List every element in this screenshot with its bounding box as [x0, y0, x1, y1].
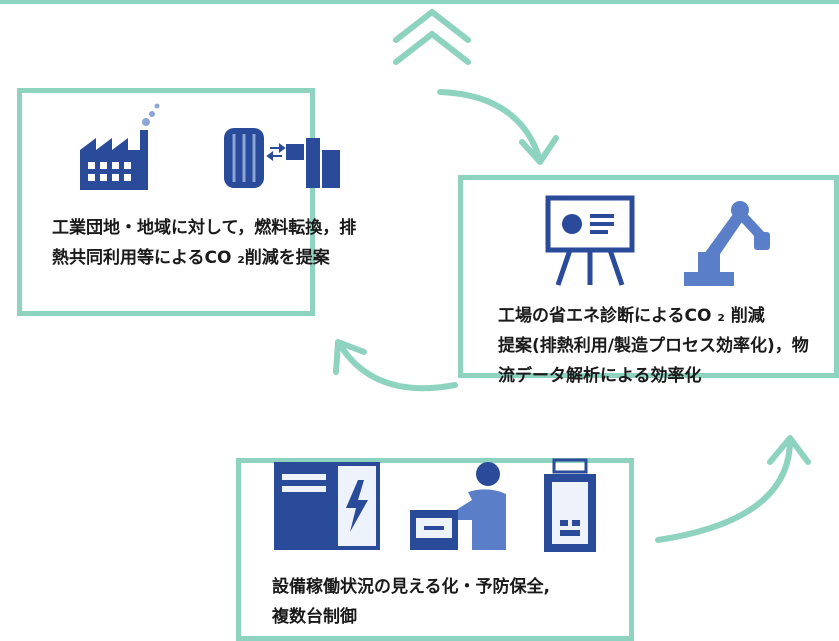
arrow-card1-to-card2 [437, 89, 543, 163]
card-factory-energy-audit-line-2: 提案(排熱利用/製造プロセス効率化)，物 [498, 336, 809, 356]
arrow-card2-to-card1 [337, 342, 458, 392]
plant-equipment-icon [224, 128, 340, 188]
card-equipment-monitoring-line-1: 設備稼働状況の見える化・予防保全, [272, 577, 550, 597]
battery-unit-icon [544, 458, 596, 552]
card-factory-energy-audit [458, 175, 839, 378]
factory-icon [80, 103, 160, 190]
card-industrial-park-line-2: 熱共同利用等によるCO ₂削減を提案 [52, 248, 330, 268]
top-accent-line [0, 0, 839, 4]
card-industrial-park-line-1: 工業団地・地域に対して，燃料転換，排 [52, 218, 357, 238]
up-chevron-icon [393, 9, 471, 43]
card-factory-energy-audit-line-1: 工場の省エネ診断によるCO ₂ 削減 [498, 306, 765, 326]
electrical-cabinet-icon [274, 462, 380, 550]
up-chevron-icon-2 [393, 31, 471, 65]
robot-arm-icon [684, 201, 770, 286]
presentation-board-icon [545, 195, 635, 286]
card-factory-energy-audit-line-3: 流データ解析による効率化 [498, 366, 702, 386]
card-industrial-park [17, 88, 315, 316]
arrow-card3-to-card2 [655, 437, 793, 543]
card-equipment-monitoring-line-2: 複数台制御 [272, 607, 357, 627]
worker-carrying-box-icon [410, 462, 506, 550]
